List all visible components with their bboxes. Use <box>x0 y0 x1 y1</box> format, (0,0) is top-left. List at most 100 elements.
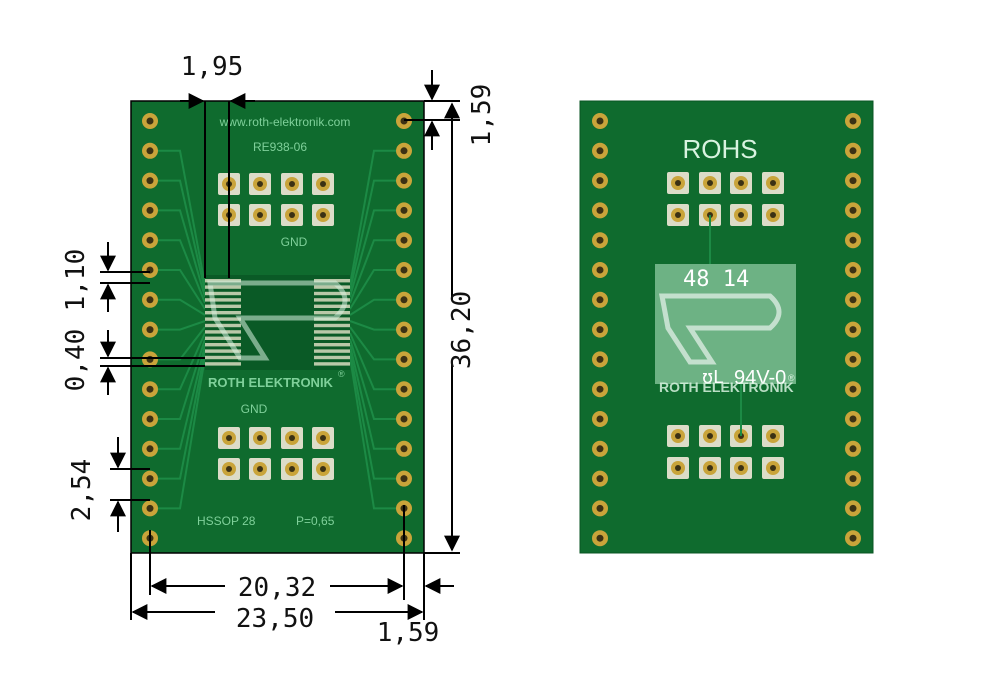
pad-hole <box>596 534 604 542</box>
back-pads <box>592 113 861 547</box>
trace <box>158 179 206 292</box>
pad-hole <box>257 466 263 472</box>
trace <box>158 239 206 304</box>
trace <box>349 298 396 316</box>
ic-lead <box>205 323 241 328</box>
pad-hole <box>146 326 154 334</box>
pad-hole <box>146 475 154 483</box>
brand-label-front: ROTH ELEKTRONIK <box>208 375 334 390</box>
dim-height: 36,20 <box>447 291 477 369</box>
pad-hole <box>146 117 154 125</box>
pad-hole <box>400 147 408 155</box>
ic-lead <box>314 330 350 334</box>
pad-hole <box>707 180 713 186</box>
pad-hole <box>400 415 408 423</box>
pad-hole <box>400 475 408 483</box>
ic-lead <box>314 355 350 360</box>
pad-hole <box>770 212 776 218</box>
ic-lead <box>314 285 350 289</box>
pad-hole <box>596 117 604 125</box>
pad-hole <box>400 236 408 244</box>
pad-hole <box>770 433 776 439</box>
front-traces <box>158 149 396 510</box>
pad-hole <box>849 147 857 155</box>
trace <box>158 320 206 331</box>
pad-hole <box>289 466 295 472</box>
trace <box>158 298 206 316</box>
ic-lead <box>314 311 350 315</box>
pad-hole <box>849 385 857 393</box>
dim-total-width: 23,50 <box>236 604 314 634</box>
dim-pitch-edge: 2,54 <box>67 459 97 522</box>
pad-hole <box>849 206 857 214</box>
ic-body <box>205 275 350 370</box>
pad-hole <box>675 465 681 471</box>
trace <box>349 344 396 450</box>
brand-label-back: ROTH ELEKTRONIK <box>659 379 794 395</box>
pad-hole <box>596 177 604 185</box>
ic-lead <box>205 336 241 340</box>
trace <box>158 209 206 298</box>
pad-hole <box>320 212 326 218</box>
pad-hole <box>400 266 408 274</box>
url-label: www.roth-elektronik.com <box>219 115 351 129</box>
pad-hole <box>849 355 857 363</box>
pad-hole <box>596 504 604 512</box>
ic-lead <box>314 291 350 296</box>
ic-lead <box>314 362 350 366</box>
gnd-top-label: GND <box>281 235 308 249</box>
ic-lead <box>205 285 241 289</box>
ic-lead <box>205 291 241 296</box>
pad-hole <box>146 147 154 155</box>
pad-hole <box>320 466 326 472</box>
ic-lead <box>205 362 241 366</box>
pad-hole <box>400 296 408 304</box>
pad-hole <box>400 355 408 363</box>
trace <box>349 179 396 292</box>
ul-mark: ʊL <box>702 367 723 388</box>
ic-lead <box>314 349 350 353</box>
pad-hole <box>675 180 681 186</box>
pad-hole <box>146 504 154 512</box>
pad-hole <box>320 181 326 187</box>
pad-hole <box>289 181 295 187</box>
pad-hole <box>596 266 604 274</box>
ic-lead <box>205 311 241 315</box>
pad-hole <box>707 465 713 471</box>
trace <box>158 149 206 286</box>
pad-hole <box>146 206 154 214</box>
ic-lead <box>205 304 241 308</box>
roth-logo-back <box>658 293 782 365</box>
pad-hole <box>596 355 604 363</box>
trace <box>158 269 206 310</box>
ic-lead <box>314 336 350 340</box>
pad-hole <box>226 466 232 472</box>
rating-label: 94V-0 <box>734 367 786 389</box>
pad-hole <box>146 385 154 393</box>
pitch-label: P=0,65 <box>296 514 335 528</box>
pad-hole <box>146 355 154 363</box>
ic-lead <box>314 298 350 302</box>
dim-pad-width: 0,40 <box>61 329 91 392</box>
pad-hole <box>770 465 776 471</box>
dim-top-width: 1,95 <box>181 52 244 82</box>
trace <box>158 332 206 391</box>
pad-hole <box>596 385 604 393</box>
dim-corner-offset-right: 1,59 <box>467 84 497 147</box>
pad-hole <box>400 206 408 214</box>
part-number-label: RE938-06 <box>253 140 307 154</box>
pad-hole <box>596 296 604 304</box>
pad-hole <box>849 475 857 483</box>
trace <box>158 350 206 480</box>
trace <box>349 320 396 331</box>
pad-hole <box>146 415 154 423</box>
date-code-label: 48 14 <box>683 267 749 292</box>
pad-hole <box>738 465 744 471</box>
pad-hole <box>596 445 604 453</box>
pad-hole <box>146 445 154 453</box>
pad-hole <box>849 177 857 185</box>
dim-row-span: 20,32 <box>238 573 316 603</box>
pad-hole <box>707 433 713 439</box>
pad-hole <box>675 212 681 218</box>
